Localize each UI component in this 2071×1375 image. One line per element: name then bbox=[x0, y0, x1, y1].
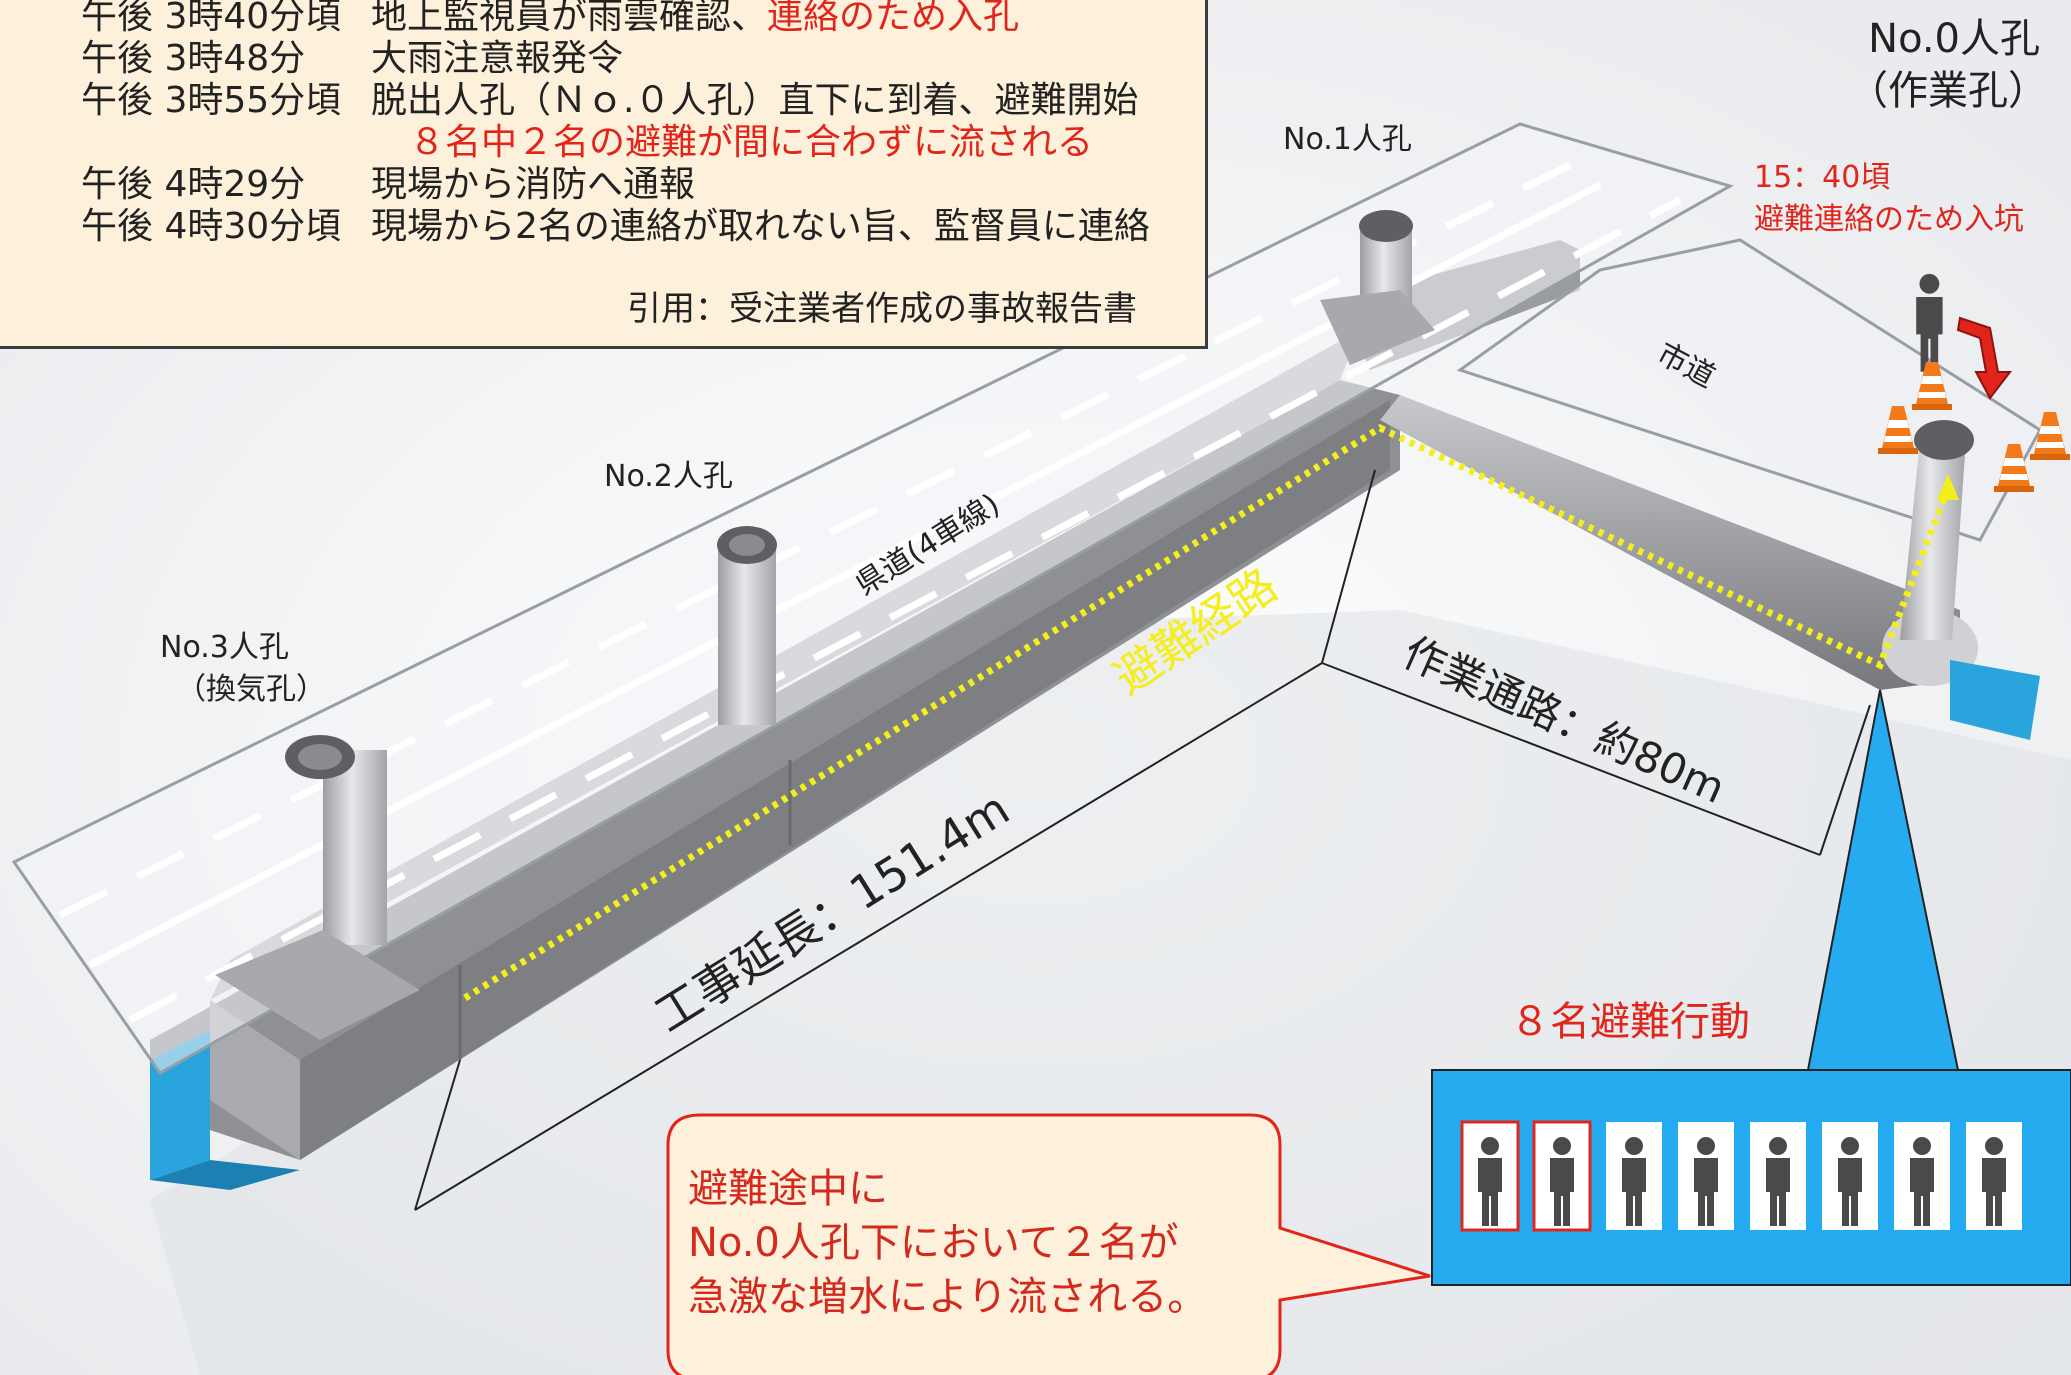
timeline-red-note: ８名中２名の避難が間に合わずに流される bbox=[409, 122, 1094, 163]
evacuee-person bbox=[1750, 1122, 1806, 1230]
timeline-time: 午後 3時40分頃 bbox=[81, 0, 342, 37]
down-arrow-icon bbox=[1956, 316, 2013, 400]
timeline-event: 地上監視員が雨雲確認、連絡のため入孔 bbox=[371, 0, 1019, 39]
timeline-time: 午後 3時48分 bbox=[81, 38, 306, 79]
timeline-event-red: 連絡のため入孔 bbox=[767, 0, 1020, 37]
length-dimension bbox=[414, 469, 1376, 1211]
route-arrow-head bbox=[1937, 474, 1959, 500]
callout-text: 避難途中に No.0人孔下において２名が 急激な増水により流される。 bbox=[688, 1162, 1228, 1324]
evacuee-person bbox=[1894, 1122, 1950, 1230]
swept-person bbox=[1460, 1120, 1520, 1232]
timeline-box: 午後 3時40分頃 地上監視員が雨雲確認、連絡のため入孔 午後 3時48分 大雨… bbox=[0, 0, 1208, 349]
evacuee-panel bbox=[1431, 689, 2071, 1286]
manhole-no1 bbox=[1320, 210, 1435, 365]
evacuation-route-line bbox=[463, 424, 1952, 1001]
timeline-time: 午後 4時29分 bbox=[81, 164, 306, 205]
manhole-no2 bbox=[717, 526, 777, 725]
manhole-no3 bbox=[215, 735, 420, 1040]
swept-person bbox=[1532, 1120, 1592, 1232]
timeline-event-text: 現場から2名の連絡が取れない旨、監督員に連絡 bbox=[371, 206, 1150, 247]
label-no1: No.1人孔 bbox=[1283, 122, 1412, 157]
timeline-time: 午後 4時30分頃 bbox=[81, 206, 342, 247]
evacuee-person bbox=[1606, 1122, 1662, 1230]
water-outlet-right bbox=[1950, 660, 2040, 740]
label-entry-time: 15：40頃 bbox=[1754, 160, 1890, 195]
timeline-time: 午後 3時55分頃 bbox=[81, 80, 342, 121]
label-no2: No.2人孔 bbox=[604, 459, 733, 494]
evacuee-person bbox=[1822, 1122, 1878, 1230]
label-evacuee-title: ８名避難行動 bbox=[1510, 999, 1750, 1045]
evacuee-person bbox=[1966, 1122, 2022, 1230]
label-no0: No.0人孔 bbox=[1868, 16, 2040, 62]
manhole-cover-icon bbox=[1359, 210, 1413, 242]
label-no0-sub: （作業孔） bbox=[1848, 68, 2048, 114]
label-no3: No.3人孔 bbox=[160, 630, 289, 665]
callout-box bbox=[666, 1113, 1431, 1375]
label-entry-text: 避難連絡のため入坑 bbox=[1754, 202, 2024, 237]
timeline-event-text: 大雨注意報発令 bbox=[371, 38, 624, 79]
label-no3-sub: （換気孔） bbox=[176, 672, 326, 707]
callout-line: No.0人孔下において２名が bbox=[688, 1220, 1179, 1266]
work-path-dimension bbox=[1321, 662, 1871, 856]
timeline-citation: 引用：受注業者作成の事故報告書 bbox=[627, 289, 1137, 329]
evacuee-person bbox=[1678, 1122, 1734, 1230]
timeline-event-text: 地上監視員が雨雲確認、 bbox=[371, 0, 768, 37]
timeline-event-text: 現場から消防へ通報 bbox=[371, 164, 696, 205]
manhole-cover-icon bbox=[1914, 420, 1974, 460]
callout-line: 避難途中に bbox=[688, 1166, 888, 1212]
timeline-event-text: 脱出人孔（Ｎｏ.０人孔）直下に到着、避難開始 bbox=[371, 80, 1139, 121]
callout-line: 急激な増水により流される。 bbox=[688, 1274, 1208, 1320]
